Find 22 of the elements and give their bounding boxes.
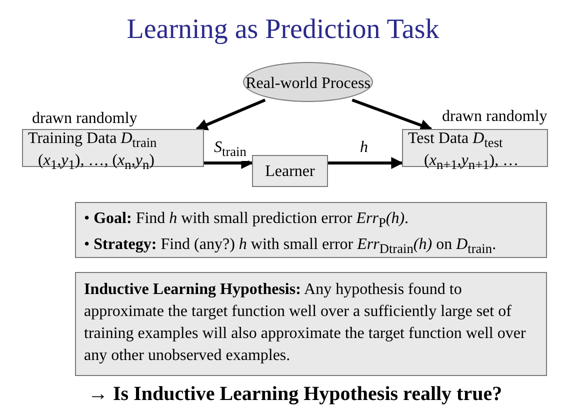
body-text: Real-world Process (244, 74, 372, 94)
body-text: (x$_{n+1}$,y$_{n+1}$), … (423, 152, 520, 174)
process-box (252, 155, 328, 187)
title: Learning as Prediction Task (126, 14, 440, 46)
data-box (22, 129, 204, 167)
edge-label: drawn randomly (440, 108, 550, 126)
body-text: Learner (264, 162, 316, 182)
arrow (352, 98, 432, 131)
arrow (328, 157, 404, 169)
heading-text: Test Data D$_{test}$ (408, 130, 504, 152)
question-text: → Is Inductive Learning Hypothesis really true? (88, 382, 502, 406)
body-text: Inductive Learning Hypothesis: Any hypothesis found to approximate the target function well over a sufficiently large set of training examples will also approximate the target function well over any other unobserved examples. (84, 280, 527, 366)
body-text: (x$_{1}$,y$_{1}$), …, (x$_{n}$,y$_{n}$) (37, 152, 156, 174)
data-box (402, 129, 548, 167)
bullet-text: • Strategy: Find (any?) h with small error Err$_{Dtrain}$(h) on D$_{train}$. (84, 235, 498, 258)
text-panel (75, 272, 547, 376)
edge-label: drawn randomly (30, 110, 140, 128)
text-panel (75, 202, 547, 258)
edge-label: S$_{train}$ (212, 139, 248, 162)
bullet-text: • Goal: Find h with small prediction error Err$_{P}$(h). (84, 209, 410, 232)
heading-text: Training Data D$_{train}$ (28, 130, 158, 152)
arrow (196, 98, 266, 130)
